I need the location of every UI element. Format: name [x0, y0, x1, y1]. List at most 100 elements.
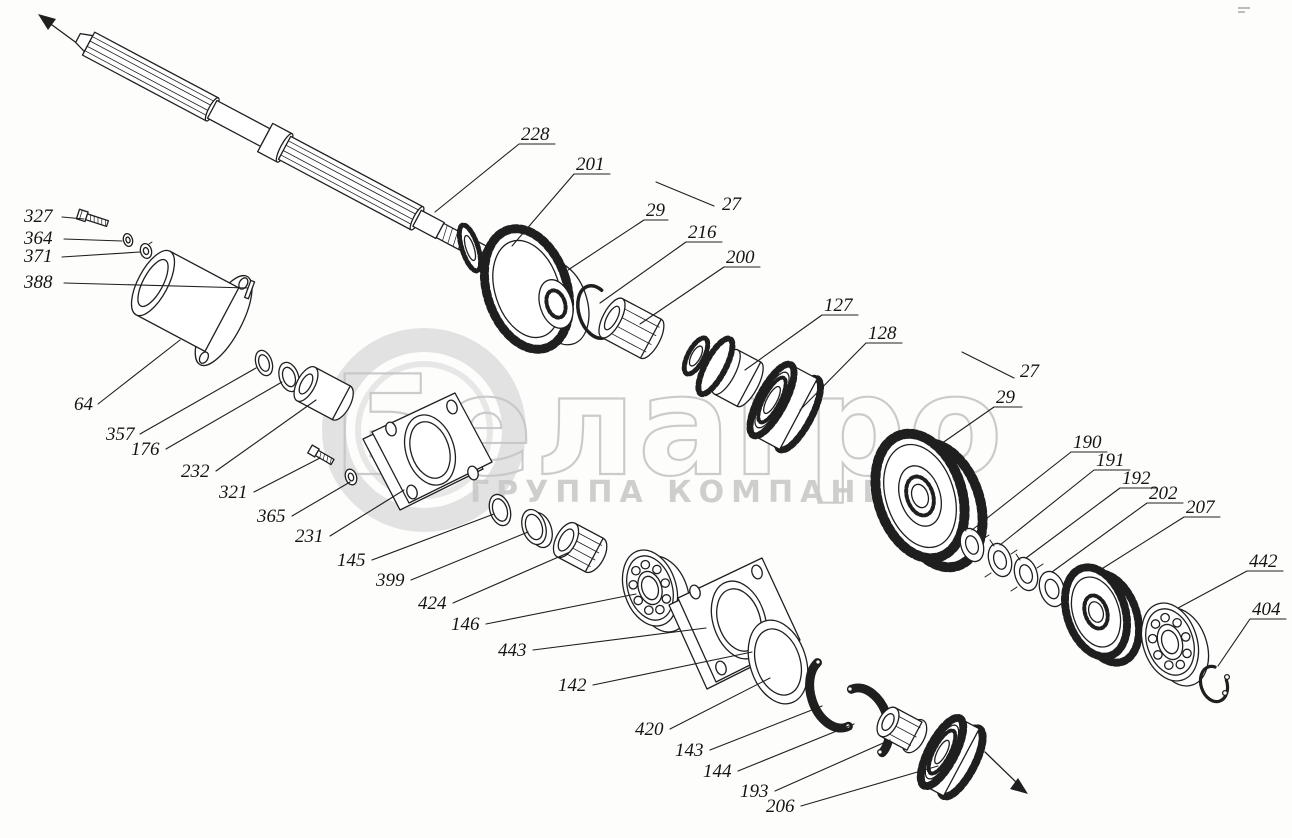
callout-216: 216 — [688, 222, 717, 243]
leader-231 — [329, 489, 405, 537]
callout-200: 200 — [726, 247, 755, 268]
leader-207 — [1099, 516, 1221, 571]
part-ring-142-420 — [747, 619, 809, 705]
part-spring-washer-371 — [139, 241, 153, 260]
part-gear-29 — [870, 428, 988, 573]
callout-228: 228 — [521, 124, 550, 145]
part-bolt-321 — [307, 444, 335, 466]
callout-190: 190 — [1073, 432, 1102, 453]
part-washer-190 — [956, 524, 990, 563]
leader-357 — [139, 367, 257, 435]
part-fork-half-143 — [805, 653, 865, 733]
callout-207: 207 — [1186, 497, 1216, 518]
part-bolt-327 — [75, 208, 110, 228]
callout-201: 201 — [576, 154, 605, 175]
part-shaft-228 — [75, 31, 487, 261]
callout-364: 364 — [23, 228, 53, 249]
leader-206 — [800, 765, 939, 807]
part-bushing-193 — [876, 706, 928, 754]
callout-144: 144 — [703, 761, 732, 782]
leader-399 — [410, 531, 529, 581]
leader-202 — [1051, 502, 1184, 573]
part-washer-176 — [278, 361, 300, 393]
part-sleeve-200 — [598, 297, 665, 360]
callout-443: 443 — [498, 640, 527, 661]
leader-127 — [744, 314, 859, 371]
callout-365: 365 — [256, 506, 286, 527]
callout-388: 388 — [23, 272, 53, 293]
part-flange-231 — [362, 392, 493, 511]
leader-27b — [961, 351, 1015, 379]
leader-232 — [215, 399, 317, 472]
callout-193: 193 — [740, 781, 769, 802]
watermark-logo-ring — [322, 328, 526, 532]
part-race-399 — [521, 508, 553, 549]
callout-142: 142 — [558, 675, 587, 696]
callout-192: 192 — [1122, 468, 1151, 489]
leader-200 — [639, 266, 761, 325]
leader-143 — [709, 705, 823, 751]
leader-142 — [592, 651, 753, 686]
leader-424 — [452, 551, 571, 604]
leader-193 — [774, 739, 891, 792]
direction-arrow-top-left — [38, 14, 79, 45]
leader-27a — [655, 181, 715, 207]
part-sleeve-424 — [552, 521, 608, 574]
callout-424: 424 — [418, 593, 447, 614]
part-washer-202 — [1038, 570, 1066, 608]
leader-442 — [1177, 570, 1284, 609]
callout-64: 64 — [74, 394, 94, 415]
corner-mark — [1238, 7, 1250, 13]
callouts: 228 201 29 27 216 200 127 128 327 364 37… — [23, 124, 1281, 817]
callout-29-right: 29 — [996, 387, 1016, 408]
leader-128 — [799, 342, 903, 411]
watermark-subtitle-text: ГРУППА КОМПАНИЙ — [470, 474, 927, 510]
callout-321: 321 — [218, 482, 248, 503]
part-pin-388 — [243, 279, 256, 300]
callout-176: 176 — [131, 439, 160, 460]
callout-27-right: 27 — [1020, 361, 1041, 382]
leader-191 — [999, 469, 1131, 546]
leader-327 — [61, 216, 85, 220]
leader-365 — [291, 481, 351, 517]
leader-144 — [737, 723, 855, 772]
part-bearing-442 — [1140, 602, 1210, 687]
callout-29-top: 29 — [646, 200, 666, 221]
callout-128: 128 — [868, 323, 897, 344]
callout-145: 145 — [337, 550, 366, 571]
callout-404: 404 — [1252, 599, 1281, 620]
callout-191: 191 — [1096, 450, 1125, 471]
leader-176 — [165, 381, 283, 450]
leader-lines — [61, 143, 1287, 807]
part-washer-365 — [344, 468, 358, 486]
part-seal-357 — [254, 349, 274, 377]
leader-190 — [971, 451, 1108, 531]
callout-146: 146 — [451, 614, 480, 635]
callout-232: 232 — [181, 461, 210, 482]
callout-357: 357 — [105, 424, 136, 445]
leader-146 — [485, 593, 637, 625]
leader-216 — [599, 241, 723, 304]
part-lock-washer — [456, 222, 484, 274]
part-washer-364 — [122, 232, 134, 248]
callout-371: 371 — [23, 246, 53, 267]
part-washer-191 — [984, 539, 1018, 578]
part-bearing-146 — [621, 549, 691, 633]
callout-202: 202 — [1149, 483, 1178, 504]
callout-143: 143 — [675, 740, 704, 761]
leader-29b — [937, 406, 1023, 447]
callout-206: 206 — [766, 796, 795, 817]
part-gear-207 — [1060, 563, 1144, 667]
callout-399: 399 — [375, 570, 405, 591]
leader-364 — [63, 238, 123, 242]
leader-228 — [434, 143, 556, 213]
leader-201 — [511, 173, 611, 247]
leader-192 — [1025, 487, 1157, 559]
leader-371 — [61, 251, 141, 258]
part-hub-128 — [746, 360, 824, 454]
part-housing-64 — [130, 249, 253, 367]
callout-442: 442 — [1249, 551, 1278, 572]
part-washer-192 — [1010, 553, 1044, 592]
